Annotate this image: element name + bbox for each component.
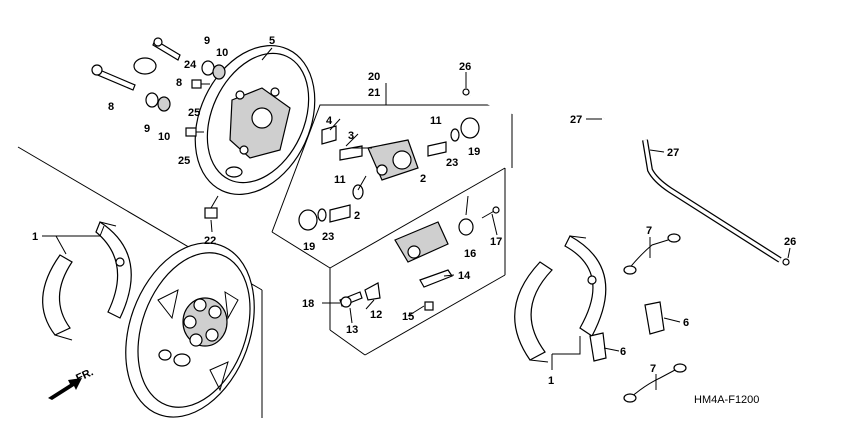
- callout-13: 13: [346, 324, 358, 336]
- callout-17: 17: [490, 236, 502, 248]
- callout-16: 16: [464, 248, 476, 260]
- callout-15: 15: [402, 311, 414, 323]
- callout-14: 14: [458, 270, 471, 282]
- callout-20: 20: [368, 71, 380, 83]
- callout-6: 6: [683, 317, 689, 329]
- callout-25: 25: [188, 107, 200, 119]
- callout-22: 22: [204, 235, 216, 247]
- brake-drum: [125, 242, 255, 418]
- callout-19: 19: [468, 146, 480, 158]
- callout-2: 2: [354, 210, 360, 222]
- leader-lines: [42, 47, 791, 390]
- brake-shoe-left-pair: [42, 221, 132, 341]
- wheel-cylinder-assembly: [271, 104, 513, 269]
- callout-27: 27: [570, 114, 582, 126]
- callout-7: 7: [650, 363, 656, 375]
- lower-cylinder-assembly: [329, 168, 506, 356]
- clip-upper: [644, 301, 665, 335]
- callout-25: 25: [178, 155, 190, 167]
- callout-7: 7: [646, 225, 652, 237]
- callout-21: 21: [368, 87, 380, 99]
- callout-26: 26: [784, 236, 796, 248]
- callout-18: 18: [302, 298, 314, 310]
- callout-3: 3: [348, 130, 354, 142]
- callout-5: 5: [269, 35, 275, 47]
- callout-10: 10: [158, 131, 170, 143]
- callout-10: 10: [216, 47, 228, 59]
- callout-27: 27: [667, 147, 679, 159]
- callout-12: 12: [370, 309, 382, 321]
- clip-lower: [589, 332, 607, 362]
- callout-6: 6: [620, 346, 626, 358]
- callout-23: 23: [322, 231, 334, 243]
- brake-shoe-right-pair: [514, 235, 607, 363]
- spring-lower: [623, 363, 687, 403]
- breather-tube-lower: [642, 139, 790, 266]
- bolt-22: [204, 195, 219, 219]
- diagram-code: HM4A-F1200: [694, 394, 759, 406]
- callout-1: 1: [32, 231, 38, 243]
- callout-labels: 1 1 2 2 3 4 5 6 6 7 7 8 8 9 9 10 10 11 1…: [32, 35, 796, 387]
- front-direction-arrow: FR.: [48, 366, 95, 400]
- callout-1: 1: [548, 375, 554, 387]
- callout-26: 26: [459, 61, 471, 73]
- callout-19: 19: [303, 241, 315, 253]
- callout-9: 9: [204, 35, 210, 47]
- callout-2: 2: [420, 173, 426, 185]
- spring-upper: [623, 233, 681, 275]
- callout-23: 23: [446, 157, 458, 169]
- direction-label: FR.: [74, 366, 95, 384]
- callout-4: 4: [326, 115, 333, 127]
- callout-9: 9: [144, 123, 150, 135]
- backing-plate: [194, 44, 316, 196]
- upper-left-small-parts: [91, 37, 226, 137]
- callout-11: 11: [334, 174, 346, 186]
- callout-8: 8: [108, 101, 114, 113]
- callout-24: 24: [184, 59, 197, 71]
- breather-tube-upper: [462, 88, 606, 143]
- callout-11: 11: [430, 115, 442, 127]
- callout-8: 8: [176, 77, 182, 89]
